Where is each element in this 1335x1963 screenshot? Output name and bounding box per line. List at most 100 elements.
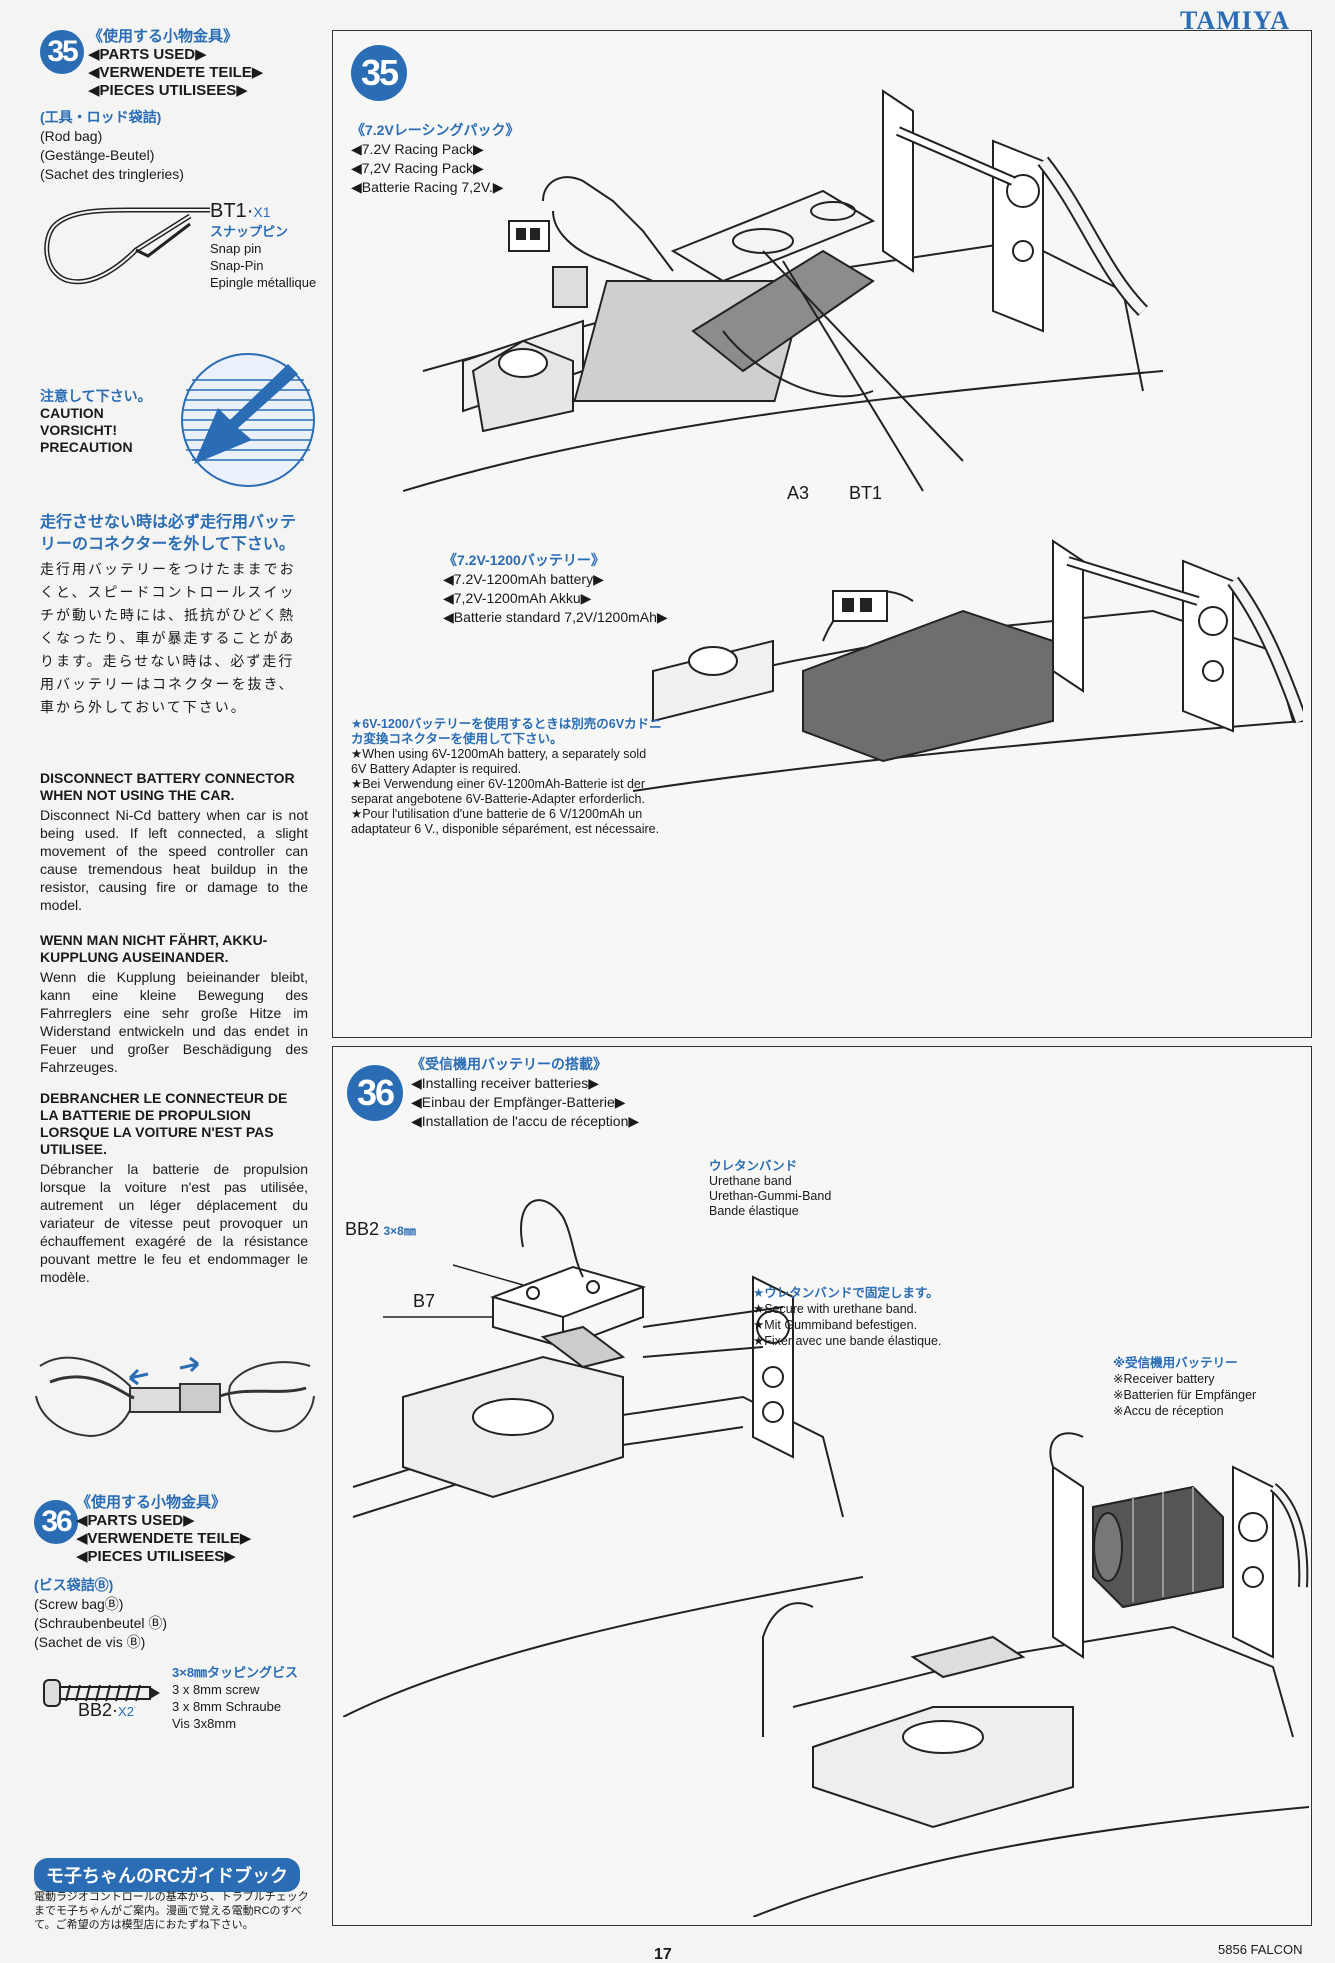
battery-adapter-note: ★6V-1200バッテリーを使用するときは別売の6Vカドニカ変換コネクターを使用…: [351, 717, 663, 837]
warning-jp: 走行させない時は必ず走行用バッテリーのコネクターを外して下さい。 走行用バッテリ…: [40, 512, 308, 719]
band-en: Urethane band: [709, 1174, 792, 1188]
disconnect-hands-illustration: [35, 1356, 315, 1438]
caution-fr: PRECAUTION: [40, 439, 133, 455]
step36-title-en: ◀Installing receiver batteries▶: [411, 1075, 600, 1091]
rod-bag-jp: (工具・ロッド袋詰): [40, 109, 162, 125]
rod-bag-label: (工具・ロッド袋詰) (Rod bag) (Gestänge-Beutel) (…: [40, 108, 184, 184]
rx-fr: ※Accu de réception: [1113, 1404, 1224, 1418]
rx-en: ※Receiver battery: [1113, 1372, 1215, 1386]
band-jp: ウレタンバンド: [709, 1159, 798, 1173]
screw-desc: 3×8㎜タッピングビス 3 x 8mm screw 3 x 8mm Schrau…: [172, 1664, 298, 1732]
parts36-de: ◀VERWENDETE TEILE▶: [76, 1530, 252, 1547]
caution-de: VORSICHT!: [40, 422, 117, 438]
warning-jp-title: 走行させない時は必ず走行用バッテリーのコネクターを外して下さい。: [40, 514, 297, 553]
step35-chassis-upper-illustration: [403, 89, 1163, 492]
step35-parts-header: 《使用する小物金具》 ◀PARTS USED▶ ◀VERWENDETE TEIL…: [88, 28, 263, 100]
battery-en: ◀7.2V-1200mAh battery▶: [443, 571, 604, 587]
step36-title-de: ◀Einbau der Empfänger-Batterie▶: [411, 1094, 626, 1110]
urethane-band-label: ウレタンバンド Urethane band Urethan-Gummi-Band…: [709, 1159, 831, 1219]
warning-de-body: Wenn die Kupplung beieinander bleibt, ka…: [40, 969, 308, 1075]
secure-de: ★Mit Gummiband befestigen.: [753, 1318, 918, 1332]
snap-pin-icon: [44, 207, 210, 285]
model-code: 5856 FALCON: [1218, 1942, 1303, 1957]
bb2-callout-size: 3×8㎜: [383, 1224, 416, 1238]
warning-fr: DEBRANCHER LE CONNECTEUR DE LA BATTERIE …: [40, 1090, 308, 1286]
screw-bag-fr: (Sachet de vis Ⓑ): [34, 1634, 146, 1650]
battery-fr: ◀Batterie standard 7,2V/1200mAh▶: [443, 609, 668, 625]
note-de: ★Bei Verwendung einer 6V-1200mAh-Batteri…: [351, 777, 646, 806]
bt1-qty: X1: [253, 204, 271, 220]
parts-used-jp: 《使用する小物金具》: [88, 28, 239, 45]
warning-jp-body: 走行用バッテリーをつけたままでおくと、スピードコントロールスイッチが動いた時には…: [40, 561, 296, 715]
battery-jp: 《7.2V-1200バッテリー》: [443, 552, 605, 568]
racing-pack-fr: ◀Batterie Racing 7,2V.▶: [351, 179, 504, 195]
secure-note: ★ウレタンバンドで固定します。 ★Secure with urethane ba…: [753, 1285, 941, 1349]
rx-de: ※Batterien für Empfänger: [1113, 1388, 1257, 1402]
racing-pack-label: 《7.2Vレーシングパック》 ◀7.2V Racing Pack▶ ◀7,2V …: [351, 121, 520, 197]
bb2-part-label: BB2·X2: [78, 1700, 134, 1720]
screw-bag-en: (Screw bagⒷ): [34, 1596, 124, 1612]
bt1-part-label: BT1·X1 スナップピン Snap pin Snap-Pin Epingle …: [210, 200, 317, 290]
battery-de: ◀7,2V-1200mAh Akku▶: [443, 590, 592, 606]
band-fr: Bande élastique: [709, 1204, 799, 1218]
caution-en: CAUTION: [40, 405, 104, 421]
warning-fr-title: DEBRANCHER LE CONNECTEUR DE LA BATTERIE …: [40, 1090, 288, 1157]
step35-panel: 35 《7.2Vレーシングパック》 ◀7.2V Racing Pack▶ ◀7,…: [332, 30, 1312, 1038]
parts-used-de: ◀VERWENDETE TEILE▶: [88, 64, 264, 81]
step36-title: 《受信機用バッテリーの搭載》 ◀Installing receiver batt…: [411, 1055, 639, 1131]
page-number: 17: [654, 1946, 672, 1963]
receiver-battery-label: ※受信機用バッテリー ※Receiver battery ※Batterien …: [1113, 1355, 1256, 1419]
bb2-callout-code: BB2: [345, 1219, 380, 1239]
bt1-jp: スナップピン: [210, 224, 289, 239]
parts-used-fr: ◀PIECES UTILISEES▶: [88, 82, 248, 99]
callout-bb2: BB2 3×8㎜: [345, 1219, 416, 1240]
note-jp: ★6V-1200バッテリーを使用するときは別売の6Vカドニカ変換コネクターを使用…: [351, 717, 662, 746]
parts36-fr: ◀PIECES UTILISEES▶: [76, 1548, 236, 1565]
screw-bag-de: (Schraubenbeutel Ⓑ): [34, 1615, 168, 1631]
screw-bag-label: (ビス袋詰Ⓑ) (Screw bagⒷ) (Schraubenbeutel Ⓑ)…: [34, 1576, 167, 1652]
parts36-jp: 《使用する小物金具》: [76, 1494, 227, 1511]
caution-label: 注意して下さい。 CAUTION VORSICHT! PRECAUTION: [40, 388, 152, 456]
rod-bag-de: (Gestänge-Beutel): [40, 147, 155, 163]
secure-jp: ★ウレタンバンドで固定します。: [753, 1286, 939, 1300]
step36-upper-illustration: [343, 1199, 863, 1717]
callout-bt1: BT1: [849, 483, 883, 503]
step36-parts-header: 《使用する小物金具》 ◀PARTS USED▶ ◀VERWENDETE TEIL…: [76, 1494, 251, 1566]
parts-used-en: ◀PARTS USED▶: [88, 46, 207, 63]
warning-de: WENN MAN NICHT FÄHRT, AKKU-KUPPLUNG AUSE…: [40, 932, 308, 1076]
note-fr: ★Pour l'utilisation d'une batterie de 6 …: [351, 807, 660, 836]
racing-pack-de: ◀7,2V Racing Pack▶: [351, 160, 484, 176]
bt1-code: BT1: [210, 200, 247, 222]
bt1-fr: Epingle métallique: [210, 275, 317, 290]
guidebook-badge: モ子ちゃんのRCガイドブック: [34, 1858, 300, 1892]
screw-fr: Vis 3x8mm: [172, 1716, 237, 1731]
step36-title-fr: ◀Installation de l'accu de réception▶: [411, 1113, 640, 1129]
step36-parts-badge: 36: [34, 1500, 78, 1544]
step36-panel: 36 《受信機用バッテリーの搭載》 ◀Installing receiver b…: [332, 1046, 1312, 1926]
screw-de: 3 x 8mm Schraube: [172, 1699, 282, 1714]
rod-bag-en: (Rod bag): [40, 128, 103, 144]
step35-parts-badge: 35: [40, 30, 84, 74]
step35-chassis-lower-illustration: [633, 539, 1303, 792]
secure-fr: ★Fixer avec une bande élastique.: [753, 1334, 942, 1348]
battery-label: 《7.2V-1200バッテリー》 ◀7.2V-1200mAh battery▶ …: [443, 551, 668, 627]
band-de: Urethan-Gummi-Band: [709, 1189, 832, 1203]
parts36-en: ◀PARTS USED▶: [76, 1512, 195, 1529]
secure-en: ★Secure with urethane band.: [753, 1302, 918, 1316]
bb2-qty: X2: [118, 1704, 134, 1719]
callout-b7: B7: [413, 1291, 436, 1311]
bt1-en: Snap pin: [210, 241, 262, 256]
warning-de-title: WENN MAN NICHT FÄHRT, AKKU-KUPPLUNG AUSE…: [40, 932, 268, 965]
callout-a3: A3: [787, 483, 810, 503]
rx-jp: ※受信機用バッテリー: [1113, 1356, 1238, 1370]
note-en: ★When using 6V-1200mAh battery, a separa…: [351, 747, 647, 776]
step36-title-jp: 《受信機用バッテリーの搭載》: [411, 1056, 607, 1072]
warning-en: DISCONNECT BATTERY CONNECTOR WHEN NOT US…: [40, 770, 308, 914]
screw-bag-jp: (ビス袋詰Ⓑ): [34, 1577, 114, 1593]
rod-bag-fr: (Sachet des tringleries): [40, 166, 184, 182]
step36-badge: 36: [347, 1065, 403, 1121]
caution-jp: 注意して下さい。: [40, 388, 152, 404]
warning-fr-body: Débrancher la batterie de propulsion lor…: [40, 1161, 308, 1285]
bb2-code: BB2: [78, 1700, 113, 1720]
screw-icon: [43, 1679, 160, 1707]
